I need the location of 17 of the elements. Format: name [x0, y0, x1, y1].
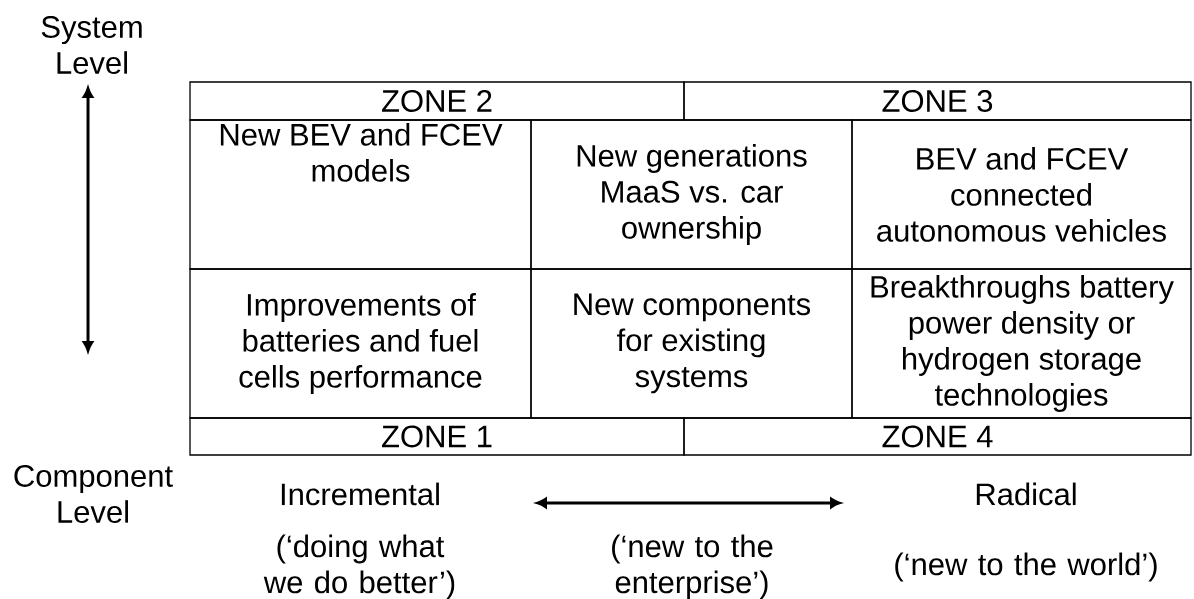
axis-label: (‘new to the world’): [895, 552, 1157, 582]
table-cell: Improvements of batteries and fuel cells performance: [189, 268, 532, 419]
table-cell: New BEV and FCEV models: [189, 119, 532, 270]
zone-header: ZONE 4: [683, 417, 1192, 456]
axis-label: Component Level: [14, 465, 173, 523]
axis-label: Radical: [976, 482, 1076, 506]
axis-label: (‘doing what we do better’): [263, 534, 455, 599]
table-cell: Breakthroughs battery power density or hydrogen storage technologies: [851, 268, 1192, 419]
zone-header: ZONE 3: [683, 81, 1192, 121]
zone-header: ZONE 1: [189, 417, 685, 456]
axis-label: (‘new to the enterprise’): [612, 534, 773, 599]
table-cell: New components for existing systems: [530, 268, 853, 419]
axis-label: System Level: [41, 16, 142, 74]
zone-header: ZONE 2: [189, 81, 685, 121]
table-cell: BEV and FCEV connected autonomous vehicles: [851, 119, 1192, 270]
axis-label: Incremental: [281, 482, 439, 506]
table-cell: New generations MaaS vs. car ownership: [530, 119, 853, 270]
